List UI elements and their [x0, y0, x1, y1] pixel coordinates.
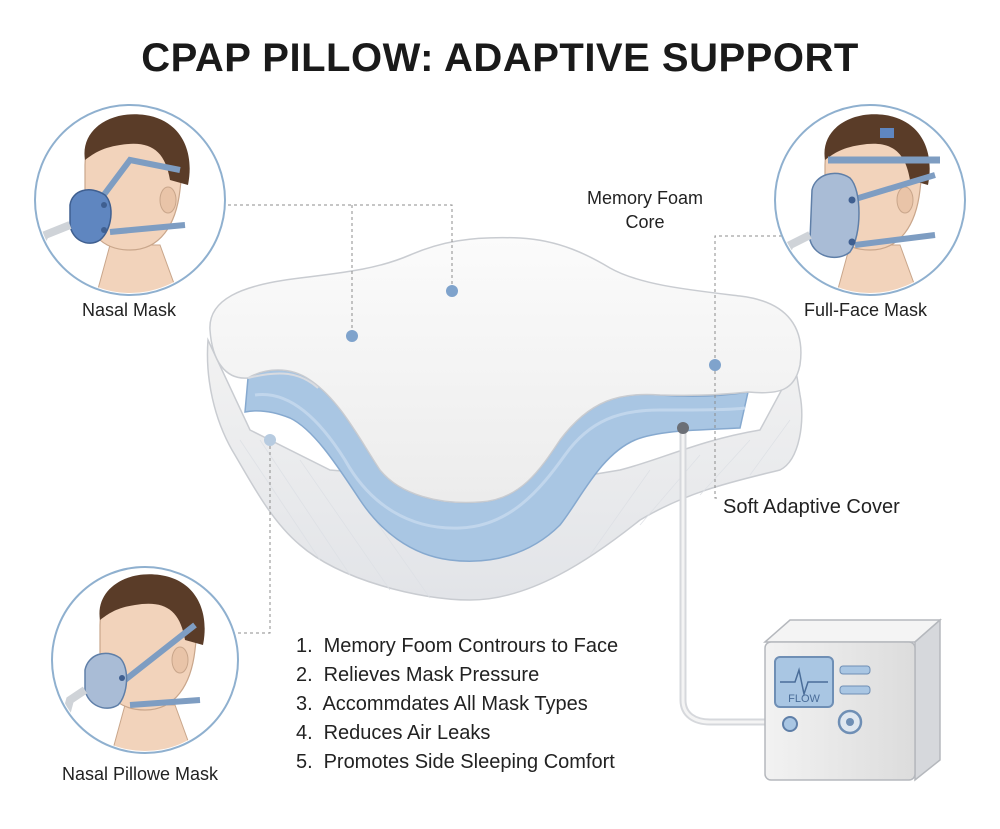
full-face-mask-shell [809, 172, 860, 259]
page-title: CPAP PILLOW: ADAPTIVE SUPPORT [141, 36, 859, 80]
feature-text: Reduces Air Leaks [323, 722, 491, 744]
feature-list: 1. Memory Foom Contrours to Face 2. Reli… [296, 632, 618, 777]
full-face-mask-illustration [774, 104, 966, 296]
feature-text: Accommdates All Mask Types [322, 693, 588, 715]
feature-item: 3. Accommdates All Mask Types [296, 693, 588, 715]
label-soft-adaptive-cover: Soft Adaptive Cover [723, 496, 900, 518]
feature-text: Relieves Mask Pressure [323, 664, 540, 686]
callout-dots [264, 285, 721, 446]
pillow [206, 236, 803, 726]
feature-text: Promotes Side Sleeping Comfort [323, 751, 615, 773]
feature-item: 4. Reduces Air Leaks [296, 722, 491, 744]
pillow-side [206, 337, 803, 601]
machine-indicator-2 [839, 685, 871, 695]
nasal-pillow-mask-shell [84, 652, 128, 709]
label-full-face-mask: Full-Face Mask [804, 300, 928, 320]
feature-item: 5. Promotes Side Sleeping Comfort [296, 751, 615, 773]
label-nasal-mask: Nasal Mask [82, 300, 177, 320]
callout-lines [222, 204, 782, 634]
pillow-top [209, 236, 802, 504]
nasal-mask-illustration [34, 104, 226, 296]
hose-port [677, 422, 689, 434]
cpap-machine: FLOW [763, 618, 942, 782]
feature-item: 2. Relieves Mask Pressure [296, 664, 540, 686]
label-memory-foam-core: Memory Foam Core [586, 188, 703, 232]
label-nasal-pillow-mask: Nasal Pillowe Mask [62, 764, 219, 784]
machine-screen-text: FLOW [788, 693, 820, 705]
feature-item: 1. Memory Foom Contrours to Face [296, 635, 619, 657]
machine-indicator-1 [839, 665, 871, 675]
machine-hose-outlet [782, 716, 798, 732]
nasal-pillow-mask-illustration [51, 566, 239, 754]
nasal-mask-shell [69, 189, 112, 244]
machine-screen [774, 656, 834, 708]
feature-text: Memory Foom Contrours to Face [323, 635, 619, 657]
